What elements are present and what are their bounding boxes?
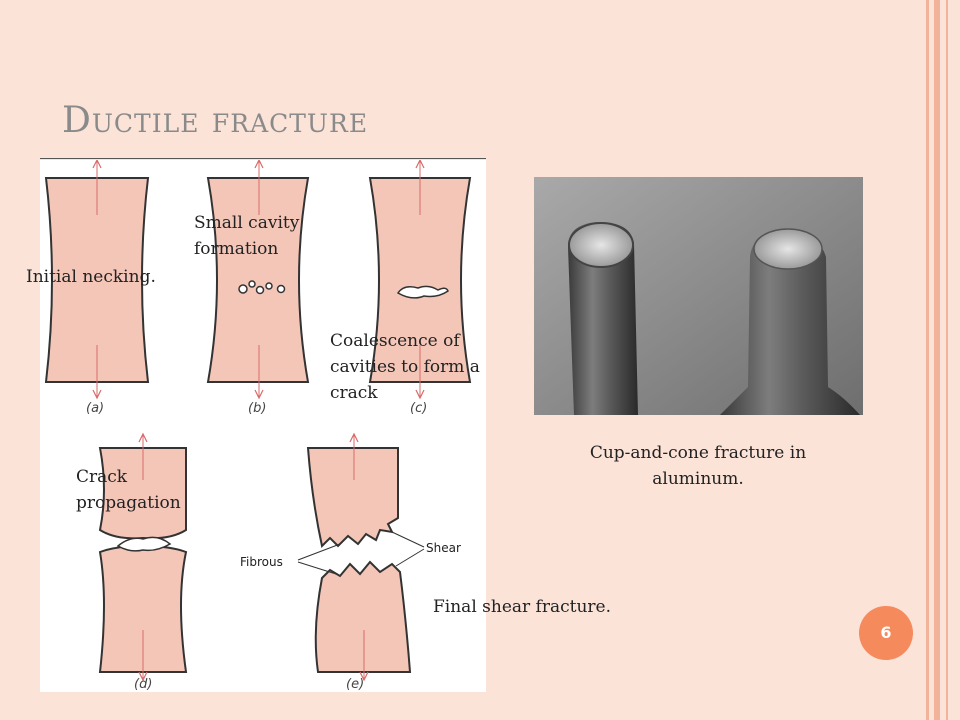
label-line: Final shear fracture. — [433, 597, 611, 617]
label-initial-necking: Initial necking. — [26, 264, 156, 290]
panel-label-a: (a) — [86, 401, 104, 416]
label-line: crack — [330, 380, 480, 406]
annotation-fibrous: Fibrous — [240, 555, 283, 569]
slide-title: Ductile fracture — [62, 100, 368, 141]
label-coalescence: Coalescence of cavities to form a crack — [330, 328, 480, 406]
label-line: Coalescence of — [330, 328, 480, 354]
label-line: cavities to form a — [330, 354, 480, 380]
specimen-e-upper — [308, 448, 398, 546]
photo-illustration — [534, 177, 863, 415]
specimen-e-lower — [316, 562, 410, 672]
label-line: formation — [194, 236, 299, 262]
label-line: Initial necking. — [26, 267, 156, 287]
label-final-shear: Final shear fracture. — [433, 594, 611, 620]
panel-label-b: (b) — [248, 401, 266, 416]
label-small-cavity: Small cavity formation — [194, 210, 299, 262]
annotation-shear: Shear — [426, 541, 461, 555]
specimen-b — [208, 178, 308, 382]
cup-cone-photo — [534, 177, 863, 415]
caption-line: aluminum. — [530, 466, 866, 492]
label-line: propagation — [76, 490, 181, 516]
label-crack-propagation: Crack propagation — [76, 464, 181, 516]
rail-line — [946, 0, 948, 720]
caption-line: Cup-and-cone fracture in — [530, 440, 866, 466]
decorative-rail — [924, 0, 960, 720]
cup-fracture-face — [569, 223, 633, 267]
panel-label-e: (e) — [346, 677, 364, 692]
rail-line — [934, 0, 940, 720]
photo-caption: Cup-and-cone fracture in aluminum. — [530, 440, 866, 492]
label-line: Crack — [76, 464, 181, 490]
panel-label-d: (d) — [134, 677, 152, 692]
label-line: Small cavity — [194, 210, 299, 236]
page-number-badge: 6 — [859, 606, 913, 660]
rail-line — [926, 0, 929, 720]
cone-fracture-face — [754, 229, 822, 269]
title-rule — [40, 158, 486, 159]
